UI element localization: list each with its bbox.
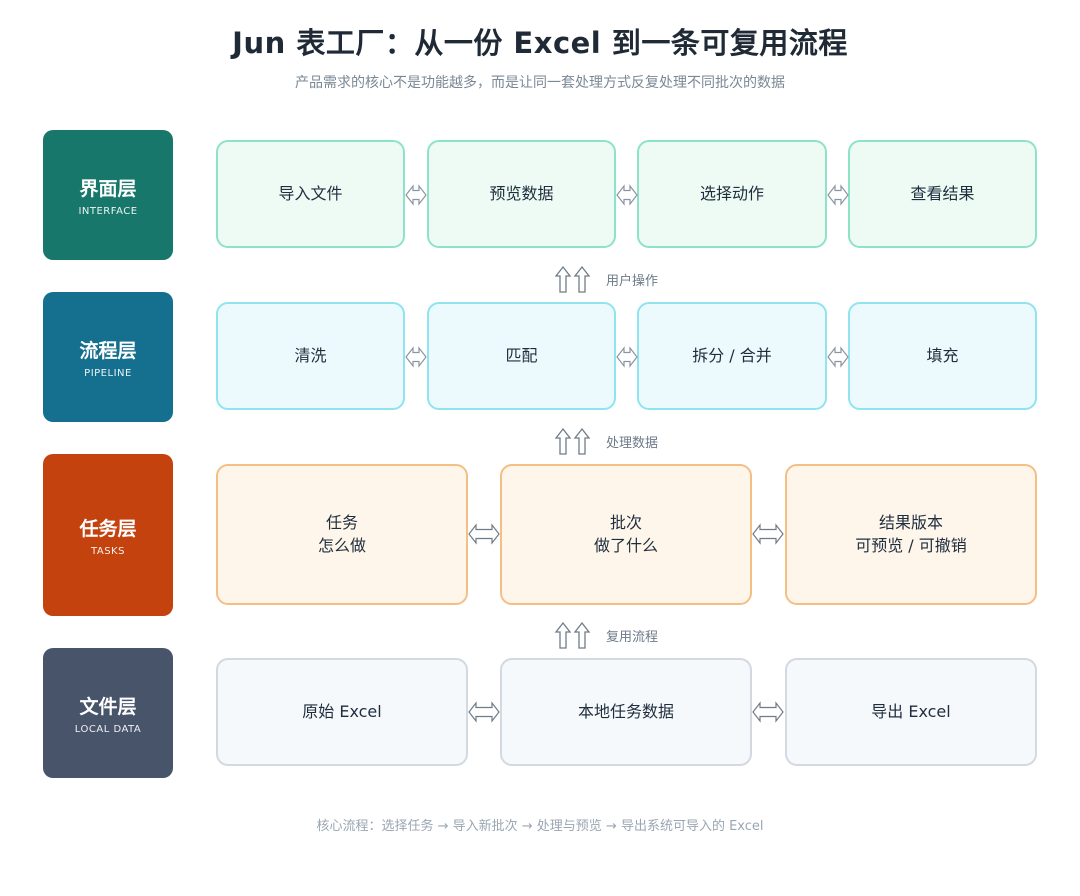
arrow-label: 用户操作 <box>606 273 659 289</box>
card-label: 拆分 / 合并 <box>692 345 772 365</box>
footer-core-flow: 核心流程：选择任务 → 导入新批次 → 处理与预览 → 导出系统可导入的 Exc… <box>316 819 764 834</box>
card-split-merge: 拆分 / 合并 <box>637 302 827 410</box>
card-original-excel: 原始 Excel <box>216 658 468 766</box>
card-view-result: 查看结果 <box>848 140 1037 248</box>
card-sublabel: 做了什么 <box>593 535 658 555</box>
layer-label-tasks: 任务层 TASKS <box>43 454 173 616</box>
up-arrows-icon <box>554 621 591 649</box>
card-label: 结果版本 <box>878 513 943 533</box>
layer-name: 流程层 <box>79 339 137 362</box>
up-arrows-icon <box>554 265 591 293</box>
card-label: 匹配 <box>505 345 538 365</box>
layer-en-name: PIPELINE <box>84 367 132 379</box>
layer-arrow-process-data: 处理数据 <box>554 426 658 456</box>
double-arrow-icon <box>405 346 427 368</box>
layer-en-name: LOCAL DATA <box>74 723 142 735</box>
card-label: 清洗 <box>294 345 327 365</box>
arrow-label: 处理数据 <box>606 435 659 451</box>
layer-label-pipeline: 流程层 PIPELINE <box>43 292 173 422</box>
double-arrow-icon <box>468 523 500 545</box>
layer-en-name: INTERFACE <box>78 205 138 217</box>
layer-arrow-reuse-flow: 复用流程 <box>554 620 658 650</box>
card-label: 导入文件 <box>278 183 343 203</box>
card-select-action: 选择动作 <box>637 140 827 248</box>
double-arrow-icon <box>827 184 849 206</box>
card-sublabel: 可预览 / 可撤销 <box>855 535 967 555</box>
card-clean: 清洗 <box>216 302 405 410</box>
page-title: Jun 表工厂：从一份 Excel 到一条可复用流程 <box>232 26 848 60</box>
double-arrow-icon <box>616 346 638 368</box>
arrow-label: 复用流程 <box>606 629 659 645</box>
layer-name: 界面层 <box>79 177 137 200</box>
page-subtitle: 产品需求的核心不是功能越多，而是让同一套处理方式反复处理不同批次的数据 <box>295 75 785 91</box>
up-arrows-icon <box>554 427 591 455</box>
card-preview-data: 预览数据 <box>427 140 616 248</box>
card-label: 选择动作 <box>699 183 764 203</box>
double-arrow-icon <box>405 184 427 206</box>
double-arrow-icon <box>616 184 638 206</box>
card-fill: 填充 <box>848 302 1037 410</box>
card-label: 查看结果 <box>910 183 975 203</box>
card-result-version: 结果版本 可预览 / 可撤销 <box>785 464 1037 605</box>
card-sublabel: 怎么做 <box>317 535 366 555</box>
card-task: 任务 怎么做 <box>216 464 468 605</box>
card-label: 预览数据 <box>489 183 554 203</box>
card-import-file: 导入文件 <box>216 140 405 248</box>
layer-en-name: TASKS <box>91 545 125 557</box>
card-label: 填充 <box>926 345 959 365</box>
layer-name: 任务层 <box>79 517 137 540</box>
layer-label-interface: 界面层 INTERFACE <box>43 130 173 260</box>
card-label: 导出 Excel <box>871 701 951 721</box>
double-arrow-icon <box>752 523 784 545</box>
card-match: 匹配 <box>427 302 616 410</box>
double-arrow-icon <box>827 346 849 368</box>
double-arrow-icon <box>468 701 500 723</box>
layer-label-local-data: 文件层 LOCAL DATA <box>43 648 173 778</box>
card-export-excel: 导出 Excel <box>785 658 1037 766</box>
layer-arrow-user-operation: 用户操作 <box>554 264 658 294</box>
card-batch: 批次 做了什么 <box>500 464 752 605</box>
card-label: 批次 <box>609 513 642 533</box>
double-arrow-icon <box>752 701 784 723</box>
card-label: 任务 <box>325 513 358 533</box>
layer-name: 文件层 <box>79 695 137 718</box>
card-local-task-data: 本地任务数据 <box>500 658 752 766</box>
card-label: 本地任务数据 <box>577 701 674 721</box>
card-label: 原始 Excel <box>302 701 382 721</box>
